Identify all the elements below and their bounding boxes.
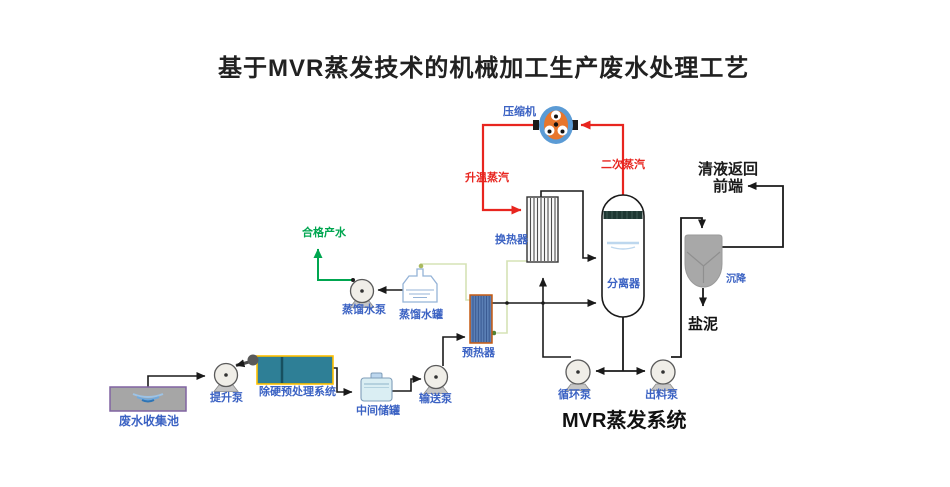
label-heat-exchanger: 换热器 [495, 234, 528, 246]
compressor-icon [533, 106, 578, 144]
label-clear-liquid-return-line2: 前端 [712, 178, 743, 196]
pipe-qualified-product-water [313, 248, 353, 281]
lift-pump-icon [213, 362, 239, 392]
label-settler: 沉降 [726, 274, 746, 285]
circulation-pump-icon [565, 359, 591, 391]
tank-nozzle-dot [418, 263, 424, 269]
label-distilled-water-tank: 蒸馏水罐 [399, 309, 443, 321]
pipe-junction-dot [505, 301, 509, 305]
pipe-settler-to-clear-liquid-return [722, 182, 784, 248]
condensate-port-dot [491, 330, 497, 336]
label-qualified-water: 合格产水 [302, 227, 346, 239]
label-intermediate-tank: 中间储罐 [356, 405, 400, 417]
label-wastewater-pool: 废水收集池 [119, 414, 180, 428]
distilled-water-tank-icon [402, 268, 438, 303]
label-pretreatment-system: 除硬预处理系统 [259, 386, 336, 398]
pipe-pool-to-lift-pump [147, 372, 206, 387]
label-circulation-pump: 循环泵 [558, 389, 591, 401]
pipe-junction-dot [351, 278, 355, 282]
pipe-secondary-steam [580, 120, 625, 195]
label-clear-liquid-return-line1: 清液返回 [697, 161, 758, 178]
separator-icon [601, 194, 645, 318]
distilled-water-pump-icon [349, 278, 375, 308]
discharge-pump-icon [650, 359, 676, 391]
label-discharge-pump: 出料泵 [645, 389, 678, 401]
settler-icon [684, 234, 723, 288]
label-transfer-pump: 输送泵 [419, 393, 452, 405]
pipe-transfer-pump-to-preheater [442, 333, 466, 366]
label-compressor: 压缩机 [503, 106, 536, 118]
pipe-condensate-hx-to-preheater [497, 260, 529, 334]
wastewater-pool-icon [109, 386, 187, 412]
heat-exchanger-icon [526, 196, 559, 263]
label-heated-steam: 升温蒸汽 [465, 172, 509, 184]
intermediate-tank-icon [360, 372, 393, 402]
label-salt-mud: 盐泥 [688, 316, 719, 333]
label-lift-pump: 提升泵 [210, 392, 243, 404]
preheater-icon [469, 294, 493, 344]
label-distilled-water-pump: 蒸馏水泵 [342, 304, 386, 316]
label-separator: 分离器 [607, 278, 640, 290]
pipe-junction-dot [541, 301, 545, 305]
pretreatment-system-icon [247, 354, 334, 385]
pipe-intermediate-tank-to-transfer-pump [392, 375, 422, 392]
label-secondary-steam: 二次蒸汽 [601, 159, 645, 171]
pipe-heat-exchanger-to-separator [540, 190, 597, 262]
pretreatment-inlet-ball [247, 354, 259, 366]
label-preheater: 预热器 [462, 347, 495, 359]
label-mvr-system: MVR蒸发系统 [562, 410, 687, 432]
pipe-circulation-pump-to-heat-exchanger [539, 277, 571, 358]
label-clear-liquid-return: 清液返回 前端 [694, 161, 762, 196]
pipe-pretreatment-to-intermediate-tank [333, 367, 353, 396]
page-title: 基于MVR蒸发技术的机械加工生产废水处理工艺 [218, 55, 750, 82]
pipe-heated-steam [481, 123, 540, 215]
transfer-pump-icon [423, 364, 449, 394]
pipe-pretreatment-ball-to-lift-pump [235, 359, 250, 368]
pipe-discharge-pump-to-settler [671, 217, 706, 358]
